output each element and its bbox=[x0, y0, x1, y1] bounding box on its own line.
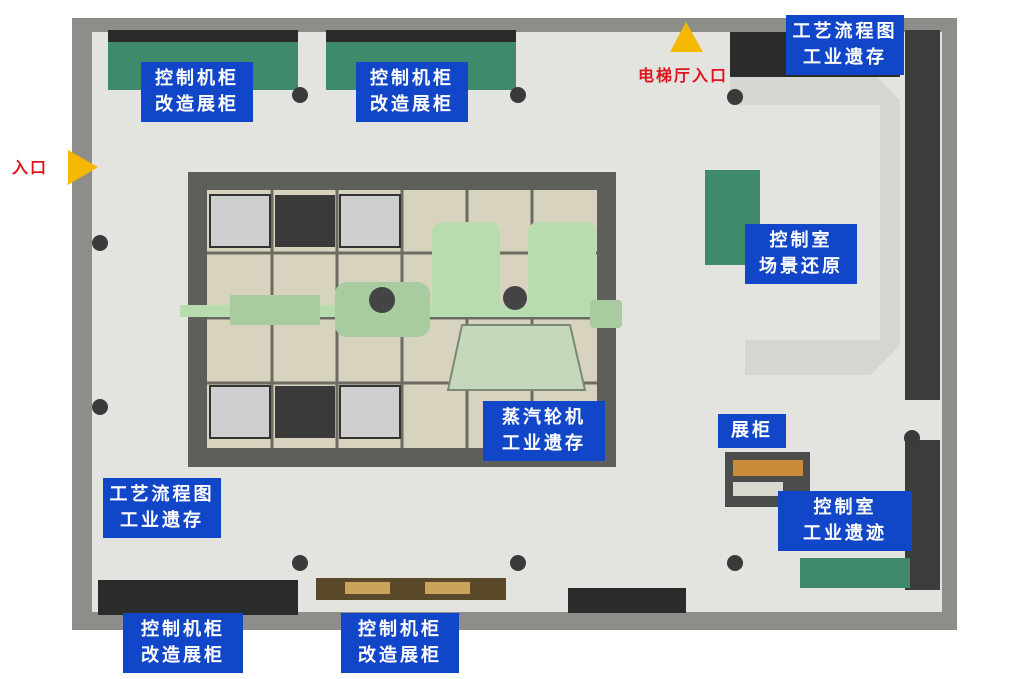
showcase-screen bbox=[733, 482, 783, 496]
entrance-arrow-icon bbox=[68, 150, 98, 185]
zone-label-line1: 工艺流程图 bbox=[792, 21, 898, 42]
zone-label-line1: 工艺流程图 bbox=[109, 484, 215, 505]
photo-panel bbox=[339, 194, 401, 248]
photo-panel bbox=[209, 194, 271, 248]
zone-label-line2: 改造展柜 bbox=[370, 94, 454, 115]
turbine-end-right bbox=[590, 300, 622, 328]
pillar bbox=[292, 555, 308, 571]
zone-label-line2: 工业遗存 bbox=[803, 47, 887, 68]
photo-panel bbox=[275, 195, 335, 247]
zone-top-cabinet-mid[interactable]: 控制机柜 改造展柜 bbox=[356, 62, 468, 122]
turbine-generator-left bbox=[432, 222, 500, 317]
bottom-cabinet-mid-inner2 bbox=[425, 582, 470, 594]
zone-label-line1: 蒸汽轮机 bbox=[502, 407, 586, 428]
bottom-cabinet-left bbox=[98, 580, 298, 615]
bottom-cabinet-mid-inner1 bbox=[345, 582, 390, 594]
zone-label-line2: 工业遗存 bbox=[502, 433, 586, 454]
turbine-hub bbox=[369, 287, 395, 313]
top-cabinet-left-back bbox=[108, 30, 298, 42]
main-entrance-label: 入口 bbox=[12, 158, 49, 177]
pillar bbox=[904, 430, 920, 446]
right-wall bbox=[905, 30, 940, 400]
turbine-hub bbox=[503, 286, 527, 310]
zone-control-room-relic[interactable]: 控制室 工业遗迹 bbox=[778, 491, 912, 551]
zone-bottom-cabinet-mid[interactable]: 控制机柜 改造展柜 bbox=[341, 613, 459, 673]
zone-label-line1: 控制机柜 bbox=[141, 619, 225, 640]
pillar bbox=[727, 555, 743, 571]
photo-panel bbox=[209, 385, 271, 439]
pillar bbox=[510, 555, 526, 571]
zone-label-line2: 场景还原 bbox=[759, 256, 843, 277]
zone-label-line2: 改造展柜 bbox=[358, 645, 442, 666]
pillar bbox=[292, 87, 308, 103]
zone-bottom-cabinet-left[interactable]: 控制机柜 改造展柜 bbox=[123, 613, 243, 673]
zone-showcase[interactable]: 展柜 bbox=[718, 414, 786, 448]
zone-left-flow[interactable]: 工艺流程图 工业遗存 bbox=[103, 478, 221, 538]
zone-label-line1: 控制机柜 bbox=[155, 68, 239, 89]
bottom-right-cabinet bbox=[800, 558, 910, 588]
zone-top-cabinet-left[interactable]: 控制机柜 改造展柜 bbox=[141, 62, 253, 122]
pillar bbox=[727, 89, 743, 105]
zone-top-right-flow[interactable]: 工艺流程图 工业遗存 bbox=[786, 15, 904, 75]
zone-label-line1: 控制室 bbox=[769, 230, 833, 251]
photo-panel bbox=[275, 386, 335, 438]
pillars bbox=[92, 87, 920, 571]
pillar bbox=[510, 87, 526, 103]
zone-label-line2: 工业遗迹 bbox=[803, 523, 887, 544]
zone-control-room-scene[interactable]: 控制室 场景还原 bbox=[745, 224, 857, 284]
pillar bbox=[92, 399, 108, 415]
zone-label-line1: 控制机柜 bbox=[370, 68, 454, 89]
photo-panel bbox=[339, 385, 401, 439]
elevator-entrance-label: 电梯厅入口 bbox=[638, 66, 729, 85]
turbine-model bbox=[180, 222, 622, 391]
turbine-casing-left bbox=[230, 295, 320, 325]
zone-label-line1: 展柜 bbox=[731, 420, 773, 441]
zone-turbine[interactable]: 蒸汽轮机 工业遗存 bbox=[483, 401, 605, 461]
bottom-right-block bbox=[568, 588, 686, 613]
zone-label-line1: 控制室 bbox=[813, 497, 877, 518]
zone-label-line1: 控制机柜 bbox=[358, 619, 442, 640]
bottom-cabinet-mid bbox=[316, 578, 506, 600]
pillar bbox=[92, 235, 108, 251]
elevator-arrow-icon bbox=[670, 22, 703, 52]
turbine-generator-right bbox=[528, 222, 596, 317]
turbine-base bbox=[446, 324, 587, 391]
zone-label-line2: 工业遗存 bbox=[120, 510, 204, 531]
showcase-screen bbox=[733, 460, 803, 476]
control-room-area bbox=[730, 75, 900, 375]
top-cabinet-mid-back bbox=[326, 30, 516, 42]
zone-label-line2: 改造展柜 bbox=[155, 94, 239, 115]
zone-label-line2: 改造展柜 bbox=[141, 645, 225, 666]
